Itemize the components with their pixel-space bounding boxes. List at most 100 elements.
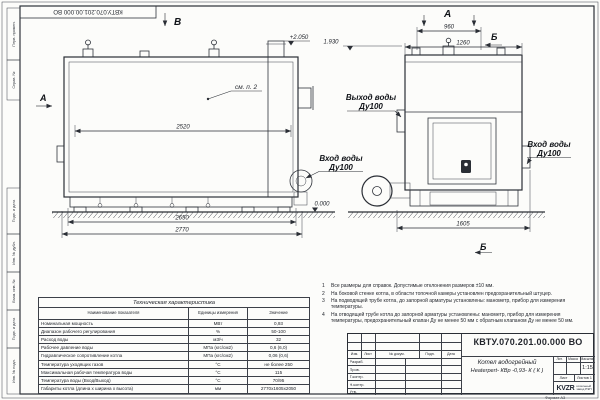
scale-label: Масштаб — [580, 357, 595, 361]
logo-sub-line2: завод РЭП — [576, 387, 592, 391]
table-cell: мм — [189, 384, 248, 393]
tech-characteristics-table: Техническая характеристика Наименование … — [38, 297, 310, 394]
table-cell: °С — [189, 376, 248, 385]
left-margin-stamps: Перв. примен. Справ. № Подп. и дата Инв.… — [6, 7, 21, 395]
table-cell: °С — [189, 360, 248, 369]
col-list: Лист — [364, 351, 372, 356]
note-item: 1 Все размеры для справок. Допустимые отк… — [322, 283, 590, 289]
role-utv: Утв. — [349, 389, 357, 394]
stamp-podp-data-2: Подп. и дата — [12, 317, 16, 340]
outlet-label-line2: Ду100 — [358, 102, 383, 111]
table-cell: 2770х1605х2050 — [260, 386, 297, 392]
note-number: 4 — [322, 311, 325, 318]
kvzr-logo: KVZR котельный завод РЭП — [554, 383, 594, 394]
drawing-notes: 1 Все размеры для справок. Допустимые отк… — [322, 283, 590, 326]
note-item: 3 На подводящей трубе котла, до запорной … — [322, 298, 590, 310]
table-row: Рабочее давление воды — [39, 344, 189, 353]
boiler-side-view — [56, 39, 314, 213]
note-text: На подводящей трубе котла, до запорной а… — [331, 298, 566, 311]
table-row: Номинальная мощность — [39, 320, 189, 329]
role-razrab: Разраб. — [349, 359, 364, 365]
safety-valve — [211, 39, 217, 46]
level-zero: 0.000 — [314, 202, 330, 208]
water-inlet-stub — [521, 145, 531, 169]
port-leaders — [305, 110, 571, 179]
tech-table-title: Техническая характеристика — [39, 298, 309, 308]
tech-header-units: Единицы измерения — [189, 308, 248, 320]
table-cell: % — [189, 328, 248, 337]
sheets-cell: Листов 1 — [577, 375, 592, 380]
stamp-vzam-inv: Взам. инв. № — [12, 279, 16, 303]
role-nkontr: Н.контр. — [349, 381, 365, 387]
top-rotated-code: КВТУ.070.201.00.000 ВО — [53, 8, 123, 15]
sheet-cell: Лист — [559, 375, 568, 380]
mass-label: Масса — [568, 357, 578, 361]
table-cell: 70/95 — [248, 377, 309, 385]
inlet-label-right-line1: Вход воды — [527, 140, 570, 149]
section-label-b-top: Б — [491, 32, 498, 42]
stamp-podp-data-1: Подп. и дата — [12, 199, 16, 222]
table-cell: МВт — [189, 320, 248, 329]
table-row: Максимальная рабочая температура воды — [39, 368, 189, 377]
view-label-a-left: А — [39, 93, 47, 103]
note-number: 1 — [322, 283, 325, 289]
stamp-inv-dubl: Инв. № дубл. — [12, 241, 16, 265]
note-number: 3 — [322, 298, 325, 305]
table-row: Расход воды — [39, 336, 189, 345]
inlet-label-center-line2: Ду100 — [328, 163, 353, 172]
dim-960: 960 — [444, 25, 455, 31]
stamp-sprav: Справ. № — [12, 71, 16, 88]
col-data: Дата — [447, 351, 455, 356]
safety-valve — [85, 39, 91, 46]
role-prov: Пров. — [349, 366, 360, 372]
lit-label: Лит. — [556, 357, 563, 361]
table-cell: 32 — [248, 336, 309, 345]
tech-header-name: Наименование показателя — [39, 308, 189, 320]
inlet-label-center-line1: Вход воды — [319, 154, 362, 163]
boiler-front-view — [361, 37, 531, 207]
view-arrows — [36, 13, 502, 255]
dimension-lines — [61, 27, 531, 238]
col-doc: № докум. — [389, 351, 405, 356]
dim-2520: 2520 — [175, 125, 190, 131]
inlet-label-right-line2: Ду100 — [536, 149, 561, 158]
gas-outlet-stub — [297, 87, 312, 109]
furnace-door — [427, 117, 497, 185]
table-row: Габариты котла (длина х ширина х высота) — [39, 384, 189, 393]
col-izm: Изм. — [350, 351, 359, 356]
table-cell: 0,93 — [248, 320, 309, 329]
table-cell: не более 250 — [248, 361, 309, 369]
note-text: Все размеры для справок. Допустимые откл… — [331, 283, 494, 289]
water-outlet-stub — [396, 109, 406, 133]
level-flue: 1.930 — [323, 40, 339, 46]
level-marks — [284, 40, 402, 212]
note-ref-leader — [207, 90, 262, 100]
door-lock — [461, 160, 471, 173]
dim-1605: 1605 — [456, 222, 470, 228]
doc-name-line1: Котел водогрейный — [477, 359, 537, 366]
title-block: Изм. Лист № докум. Подп. Дата Разраб. Пр… — [347, 333, 595, 395]
note-ref-point — [206, 97, 210, 101]
logo-text: KVZR — [556, 384, 575, 392]
tech-table-grid: Наименование показателя Единицы измерени… — [39, 308, 309, 393]
level-top: +2.050 — [290, 35, 309, 41]
table-cell: °С — [189, 368, 248, 377]
ground-hatch-right — [348, 212, 545, 218]
table-cell: 0,6 (6,0) — [248, 344, 309, 353]
table-row: Диапазон рабочего регулирования — [39, 328, 189, 337]
dim-2650: 2650 — [174, 216, 189, 222]
note-text: На боковой стенке котла, в области топоч… — [331, 290, 553, 297]
format-label: Формат А3 — [545, 394, 566, 400]
col-podp: Подп. — [425, 351, 435, 356]
burner-fan — [361, 175, 393, 207]
title-block-code: КВТУ.070.201.00.000 ВО — [473, 337, 583, 347]
doc-name-line2: Heaterpert- КВр -0,93- К ( К ) — [470, 367, 544, 374]
table-cell: 115 — [248, 369, 309, 377]
logo-subtext: котельный завод РЭП — [576, 384, 592, 392]
table-cell: 50-100 — [248, 328, 309, 337]
dim-1260: 1260 — [456, 41, 470, 47]
